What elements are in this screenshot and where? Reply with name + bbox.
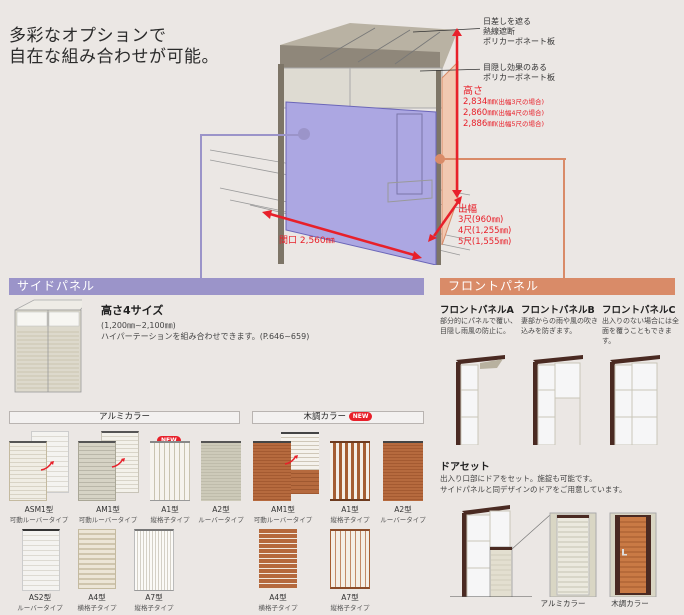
width-arrow-icon [262,210,422,260]
side-panel-connector-h [200,134,300,136]
wood-am1-panel[interactable] [253,441,291,501]
wood-a4-panel[interactable] [259,529,297,589]
door-set-illustrations [450,505,657,597]
a7-label: A7型縦格子タイプ [134,593,174,612]
front-panel-connector-v [563,158,565,280]
headline-line-2: 自在な組み合わせが可能。 [9,47,219,67]
a2-panel[interactable] [201,441,241,501]
a2-label: A2型ルーバータイプ [198,505,244,524]
side-panel-connector-v [200,134,202,280]
front-panel-b: フロントパネルB 妻部からの雨や風の吹き込みを防ぎます。 [521,305,598,335]
as2-panel[interactable] [22,529,60,591]
wood-a1-label: A1型縦格子タイプ [330,505,370,524]
a1-panel[interactable] [150,441,190,501]
rotate-arrow-icon [284,455,298,465]
wood-a1-panel[interactable] [330,441,370,501]
a1-new-badge: NEW [157,430,181,449]
callout-heat-block-polycarbonate: 日差しを遮る 熱線遮断 ポリカーボネート板 [483,17,555,46]
wood-am1-label: AM1型可動ルーバータイプ [253,505,313,524]
door-alumi-label: アルミカラー [540,599,586,608]
wood-a7-label: A7型縦格子タイプ [330,593,370,612]
door-wood-label: 木調カラー [611,599,649,608]
callout-privacy-polycarbonate: 目隠し効果のある ポリカーボネート板 [483,63,555,82]
as2-label: AS2型ルーバータイプ [17,593,63,612]
side-panel-header: サイドパネル [9,278,424,295]
height-spec: 高さ 2,834㎜(出幅3尺の場合) 2,860㎜(出幅4尺の場合) 2,886… [463,86,545,129]
side-panel-thumbnail [14,299,82,393]
front-panel-connector-h [440,158,566,160]
page-headline: 多彩なオプションで 自在な組み合わせが可能。 [9,26,219,68]
height-arrow-icon [452,28,462,198]
headline-line-1: 多彩なオプションで [9,26,167,46]
front-panel-c: フロントパネルC 出入りのない場合には全面を覆うこともできます。 [602,305,679,345]
rotate-arrow-icon [111,458,125,468]
depth-spec: 出幅 3尺(960㎜) 4尺(1,255㎜) 5尺(1,555㎜) [458,204,512,247]
wood-a4-label: A4型横格子タイプ [258,593,298,612]
front-panel-header: フロントパネル [440,278,675,295]
front-panel-illustrations [456,355,660,445]
wood-new-badge: NEW [348,412,373,421]
wood-a2-panel[interactable] [383,441,423,501]
alumi-color-heading: アルミカラー [9,411,240,424]
rotate-arrow-icon [40,461,54,471]
a1-label: A1型縦格子タイプ [150,505,190,524]
a7-panel[interactable] [134,529,174,591]
front-panel-a: フロントパネルA 部分的にパネルで覆い、目隠し雨風の防止に。 [440,305,517,335]
side-panel-size-info: 高さ4サイズ (1,200㎜~2,100㎜) ハイパーテーションを組み合わせでき… [101,304,310,341]
depth-arrow-icon [428,196,462,242]
am1-panel[interactable] [78,441,116,501]
carport-illustration [209,23,480,265]
a4-label: A4型横格子タイプ [77,593,117,612]
a4-panel[interactable] [78,529,116,589]
asm1-label: ASM1型可動ルーバータイプ [9,505,69,524]
door-set-info: ドアセット 出入り口部にドアをセット。施錠も可能です。 サイドパネルと同デザイン… [440,462,627,494]
wood-a2-label: A2型ルーバータイプ [380,505,426,524]
am1-label: AM1型可動ルーバータイプ [78,505,138,524]
wood-color-heading: 木調カラー NEW [252,411,424,424]
wood-a7-panel[interactable] [330,529,370,589]
width-spec: 間口 2,560㎜ [279,236,335,246]
asm1-panel[interactable] [9,441,47,501]
